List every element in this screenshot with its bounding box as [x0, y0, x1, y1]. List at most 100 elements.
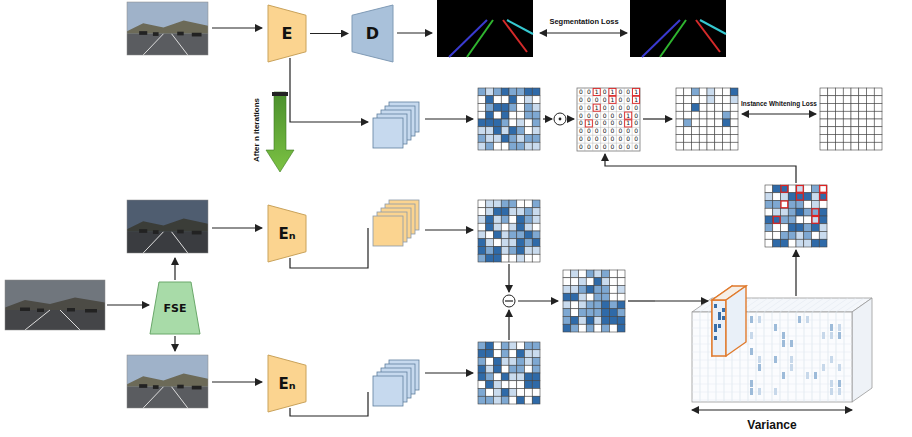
drawing-part	[593, 104, 600, 111]
mask-value: 0	[634, 105, 638, 111]
drawing-part	[517, 373, 525, 381]
mask-value: 0	[579, 120, 583, 126]
drawing-part	[509, 389, 517, 397]
drawing-part	[617, 293, 625, 301]
drawing-part	[586, 317, 594, 325]
block-shape	[268, 205, 306, 262]
drawing-part	[617, 278, 625, 286]
drawing-part	[486, 373, 494, 381]
drawing-part	[773, 239, 781, 247]
drawing-part	[828, 88, 836, 96]
drawing-part	[486, 365, 494, 373]
drawing-part	[509, 96, 517, 104]
drawing-part	[509, 208, 517, 216]
drawing-part	[373, 360, 374, 361]
leader-line	[212, 27, 262, 28]
mask-value: 0	[626, 105, 630, 111]
drawing-part	[796, 239, 804, 247]
drawing-part	[594, 293, 602, 301]
drawing-part	[579, 309, 587, 317]
drawing-part	[828, 312, 829, 402]
drawing-part	[851, 88, 859, 96]
drawing-part	[486, 381, 494, 389]
drawing-part	[660, 20, 686, 57]
drawing-part	[517, 381, 525, 389]
drawing-part	[5, 280, 105, 330]
drawing-part	[874, 119, 882, 127]
drawing-part	[494, 223, 502, 231]
mask-value: 0	[587, 97, 591, 103]
drawing-part	[586, 270, 594, 278]
drawing-part	[501, 96, 509, 104]
drawing-part	[730, 119, 738, 127]
drawing-part	[812, 312, 813, 402]
drawing-part	[684, 135, 692, 143]
drawing-part	[517, 389, 525, 397]
drawing-part	[602, 293, 610, 301]
drawing-part	[509, 216, 517, 224]
drawing-part	[486, 135, 494, 143]
drawing-part	[714, 328, 717, 332]
mask-value: 0	[579, 136, 583, 142]
drawing-part	[501, 208, 509, 216]
drawing-part	[812, 217, 819, 224]
drawing-part	[172, 34, 188, 55]
drawing-part	[594, 286, 602, 294]
drawing-part	[684, 88, 692, 96]
drawing-part	[765, 216, 773, 224]
drawing-part	[642, 20, 680, 57]
drawing-part	[579, 286, 587, 294]
drawing-part	[630, 0, 726, 57]
drawing-part	[781, 232, 789, 240]
drawing-part	[563, 317, 571, 325]
drawing-part	[478, 342, 486, 350]
drawing-part	[819, 224, 827, 232]
drawing-part	[509, 231, 517, 239]
drawing-part	[486, 119, 494, 127]
drawing-part	[517, 365, 525, 373]
mask-value: 0	[595, 97, 599, 103]
drawing-part	[525, 373, 533, 381]
drawing-part	[712, 286, 746, 356]
drawing-part	[828, 96, 836, 104]
drawing-part	[525, 342, 533, 350]
drawing-part	[494, 111, 502, 119]
drawing-part	[610, 278, 618, 286]
drawing-part	[25, 310, 50, 330]
mask-value: 0	[626, 89, 630, 95]
drawing-part	[782, 332, 785, 339]
drawing-part	[774, 356, 777, 363]
drawing-part	[501, 389, 509, 397]
feature-map	[373, 118, 403, 148]
leader-line	[628, 300, 655, 301]
drawing-part	[715, 142, 723, 150]
drawing-part	[373, 102, 374, 103]
mask-value: 0	[626, 136, 630, 142]
drawing-part	[859, 119, 867, 127]
drawing-part	[819, 185, 827, 193]
drawing-part	[494, 350, 502, 358]
drawing-part	[820, 142, 828, 150]
drawing-part	[726, 286, 746, 356]
drawing-part	[272, 92, 288, 96]
drawing-part	[602, 324, 610, 332]
drawing-part	[517, 216, 525, 224]
drawing-part	[501, 127, 509, 135]
drawing-part	[478, 358, 486, 366]
decoder-block: D	[352, 5, 393, 62]
drawing-part	[838, 332, 841, 339]
covariance-matrix	[676, 88, 738, 150]
drawing-part	[594, 309, 602, 317]
drawing-part	[525, 381, 533, 389]
drawing-part	[617, 270, 625, 278]
drawing-part	[143, 34, 163, 55]
drawing-part	[478, 96, 486, 104]
drawing-part	[843, 142, 851, 150]
drawing-part	[153, 32, 159, 36]
drawing-part	[501, 135, 509, 143]
drawing-part	[712, 300, 726, 356]
drawing-part	[764, 312, 765, 402]
encoder-block: Eₙ	[268, 205, 306, 262]
drawing-part	[373, 200, 374, 201]
drawing-part	[517, 96, 525, 104]
